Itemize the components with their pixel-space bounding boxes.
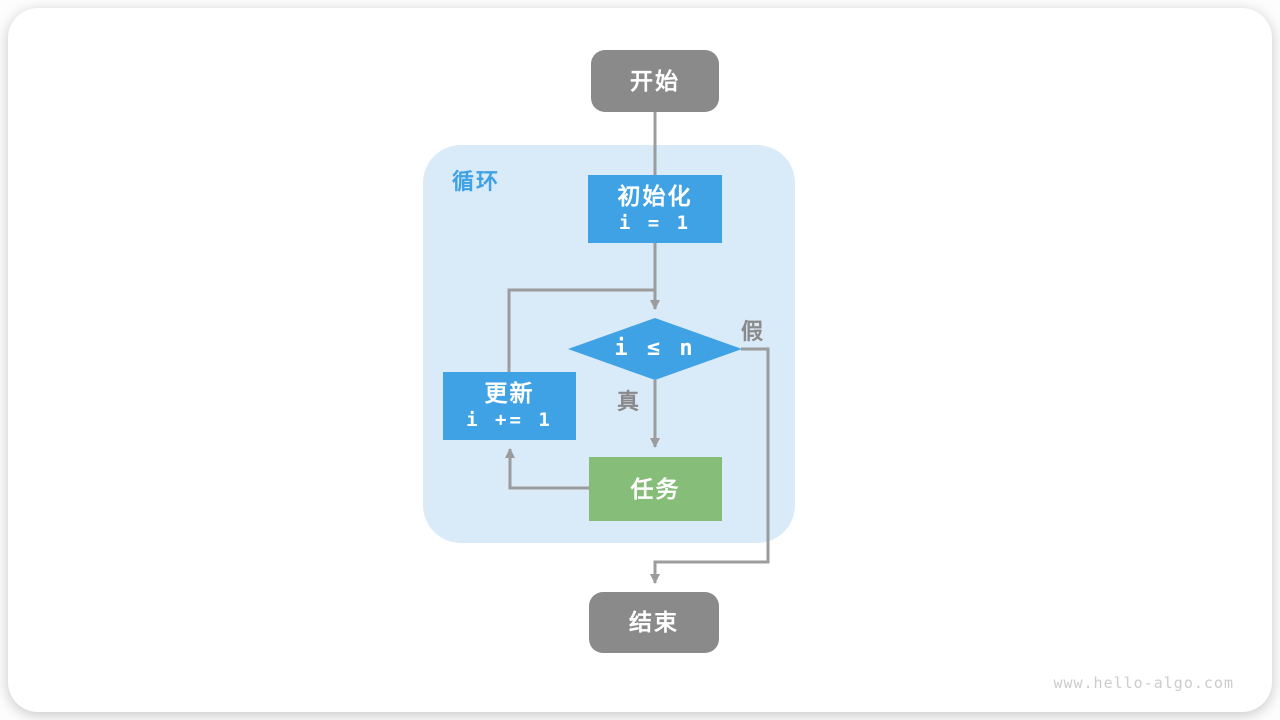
start-node-label: 开始	[630, 67, 680, 94]
true-branch-label: 真	[617, 389, 640, 414]
update-node-code: i += 1	[466, 409, 553, 432]
init-node: 初始化 i = 1	[588, 175, 722, 243]
update-node: 更新 i += 1	[443, 372, 576, 440]
task-node: 任务	[589, 457, 722, 521]
false-branch-label: 假	[741, 319, 764, 344]
start-node: 开始	[591, 50, 719, 112]
init-node-code: i = 1	[618, 212, 692, 235]
task-node-label: 任务	[630, 475, 681, 502]
update-node-label: 更新	[484, 380, 535, 407]
end-node: 结束	[589, 592, 719, 653]
loop-region-label: 循环	[452, 169, 501, 194]
init-node-label: 初始化	[617, 183, 693, 210]
end-node-label: 结束	[629, 609, 679, 636]
condition-label: i ≤ n	[614, 335, 696, 361]
watermark-url: www.hello-algo.com	[1053, 674, 1234, 692]
